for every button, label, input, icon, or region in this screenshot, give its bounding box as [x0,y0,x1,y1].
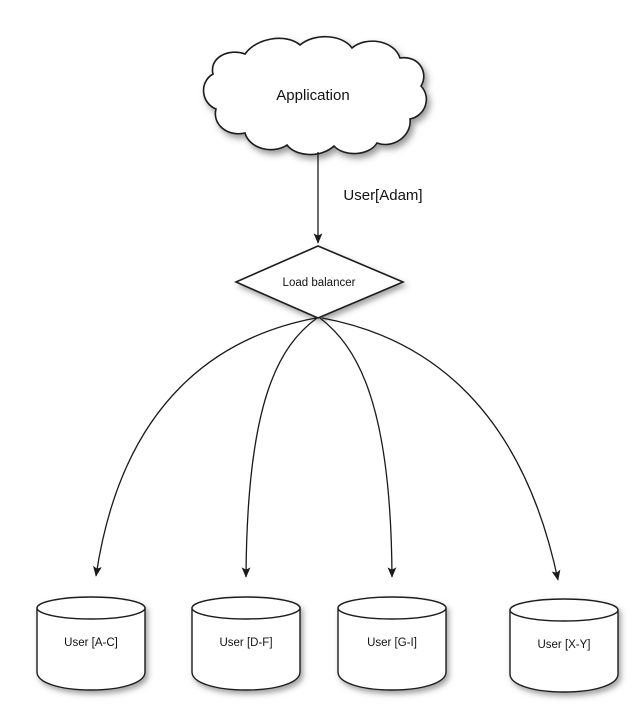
edge-lb-to-db-gi [319,317,397,578]
node-database-gi[interactable]: User [G-I] [337,596,447,691]
edge-application-to-loadbalancer: User[Adam] [313,152,423,244]
edge-line-lb-df [241,317,318,578]
node-database-ac[interactable]: User [A-C] [36,596,146,691]
node-database-xy[interactable]: User [X-Y] [509,598,619,693]
load-balancer-label: Load balancer [283,277,356,289]
application-label: Application [276,87,349,104]
edge-lb-to-db-df [241,317,318,578]
database-gi-label: User [G-I] [367,637,417,649]
edge-label-user-adam: User[Adam] [343,187,422,204]
node-database-df[interactable]: User [D-F] [191,596,301,691]
database-df-label: User [D-F] [219,637,272,649]
edge-line-lb-xy [321,317,561,581]
node-application[interactable]: Application [202,35,428,156]
edge-lb-to-db-xy [321,317,561,581]
edge-lb-to-db-ac [93,317,317,577]
edge-line-lb-gi [319,317,397,578]
edge-line-lb-ac [93,317,317,577]
database-ac-label: User [A-C] [64,637,118,649]
database-xy-label: User [X-Y] [537,639,590,651]
node-load-balancer[interactable]: Load balancer [234,245,406,319]
